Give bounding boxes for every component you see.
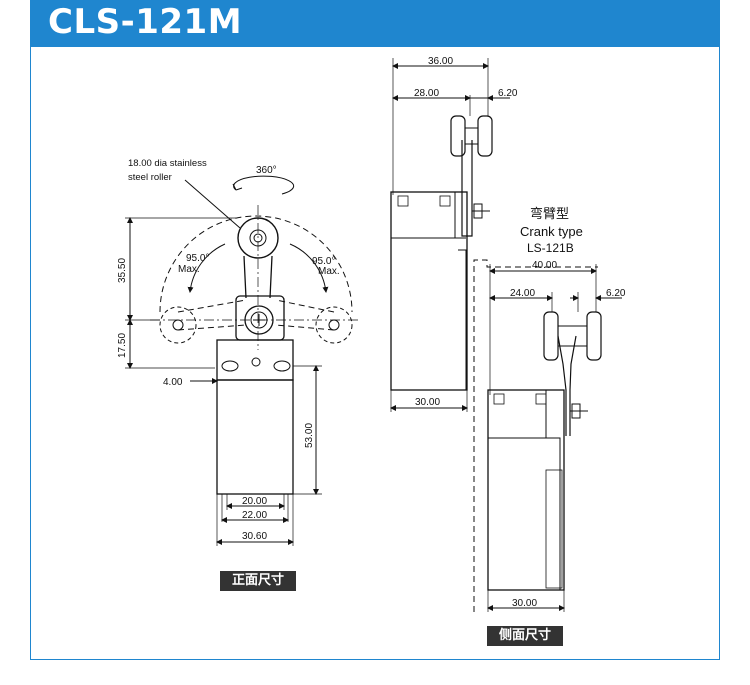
crank-model: LS-121B — [527, 241, 574, 255]
dim-40-00: 40.00 — [532, 260, 557, 271]
side-view — [390, 58, 510, 412]
mount-flange — [216, 339, 294, 381]
dim-30-00: 30.00 — [512, 598, 537, 609]
crank-view-labels: 弯臂型 Crank type LS-121B 40.00 24.00 6.20 … — [510, 206, 626, 609]
front-view — [125, 175, 360, 546]
roller-note-1: 18.00 dia stainless — [128, 158, 207, 169]
dim-4-00: 4.00 — [163, 377, 183, 388]
dim-36-00: 36.00 — [428, 56, 453, 67]
dim-17-50: 17.50 — [117, 333, 128, 358]
title-banner: CLS-121M — [30, 0, 720, 47]
side-view-caption: 侧面尺寸 — [487, 626, 563, 646]
crank-roller-left — [543, 311, 559, 361]
crank-label-en: Crank type — [520, 224, 583, 239]
crank-roller-right — [586, 311, 602, 361]
dim-20-00: 20.00 — [242, 496, 267, 507]
angle-left: 95.0° — [186, 253, 209, 264]
separator-line — [473, 259, 598, 612]
right-roller-phantom — [315, 306, 353, 344]
swing-arc — [159, 215, 353, 313]
left-roller-phantom — [159, 306, 197, 344]
front-view-labels: 18.00 dia stainless steel roller 360° 95… — [117, 158, 340, 542]
crank-label-cn: 弯臂型 — [530, 206, 569, 221]
page-title: CLS-121M — [48, 2, 243, 42]
dim-24-00: 24.00 — [510, 288, 535, 299]
dim-6-20-top: 6.20 — [498, 88, 518, 99]
rotation-indicator — [233, 175, 295, 195]
dim-28-00: 28.00 — [414, 88, 439, 99]
side-body — [390, 191, 468, 391]
dim-53-00: 53.00 — [304, 423, 315, 448]
dim-35-50: 35.50 — [117, 258, 128, 283]
drawing-frame — [30, 47, 720, 660]
dim-6-20: 6.20 — [606, 288, 626, 299]
angle-left-max: Max. — [178, 264, 200, 275]
side-roller-left — [450, 115, 466, 157]
side-roller-right — [477, 115, 493, 157]
dim-30-60: 30.60 — [242, 531, 267, 542]
roller-note-2: steel roller — [128, 172, 172, 183]
dim-30-00-top: 30.00 — [415, 397, 440, 408]
rotation-label: 360° — [256, 165, 277, 176]
angle-right-max: Max. — [318, 266, 340, 277]
dim-22-00: 22.00 — [242, 510, 267, 521]
angle-right: 95.0° — [312, 256, 335, 267]
side-view-labels: 36.00 28.00 6.20 30.00 — [414, 56, 518, 408]
crank-view — [487, 264, 622, 612]
front-view-caption: 正面尺寸 — [220, 571, 296, 591]
crank-body — [487, 389, 565, 591]
switch-body — [216, 379, 294, 495]
